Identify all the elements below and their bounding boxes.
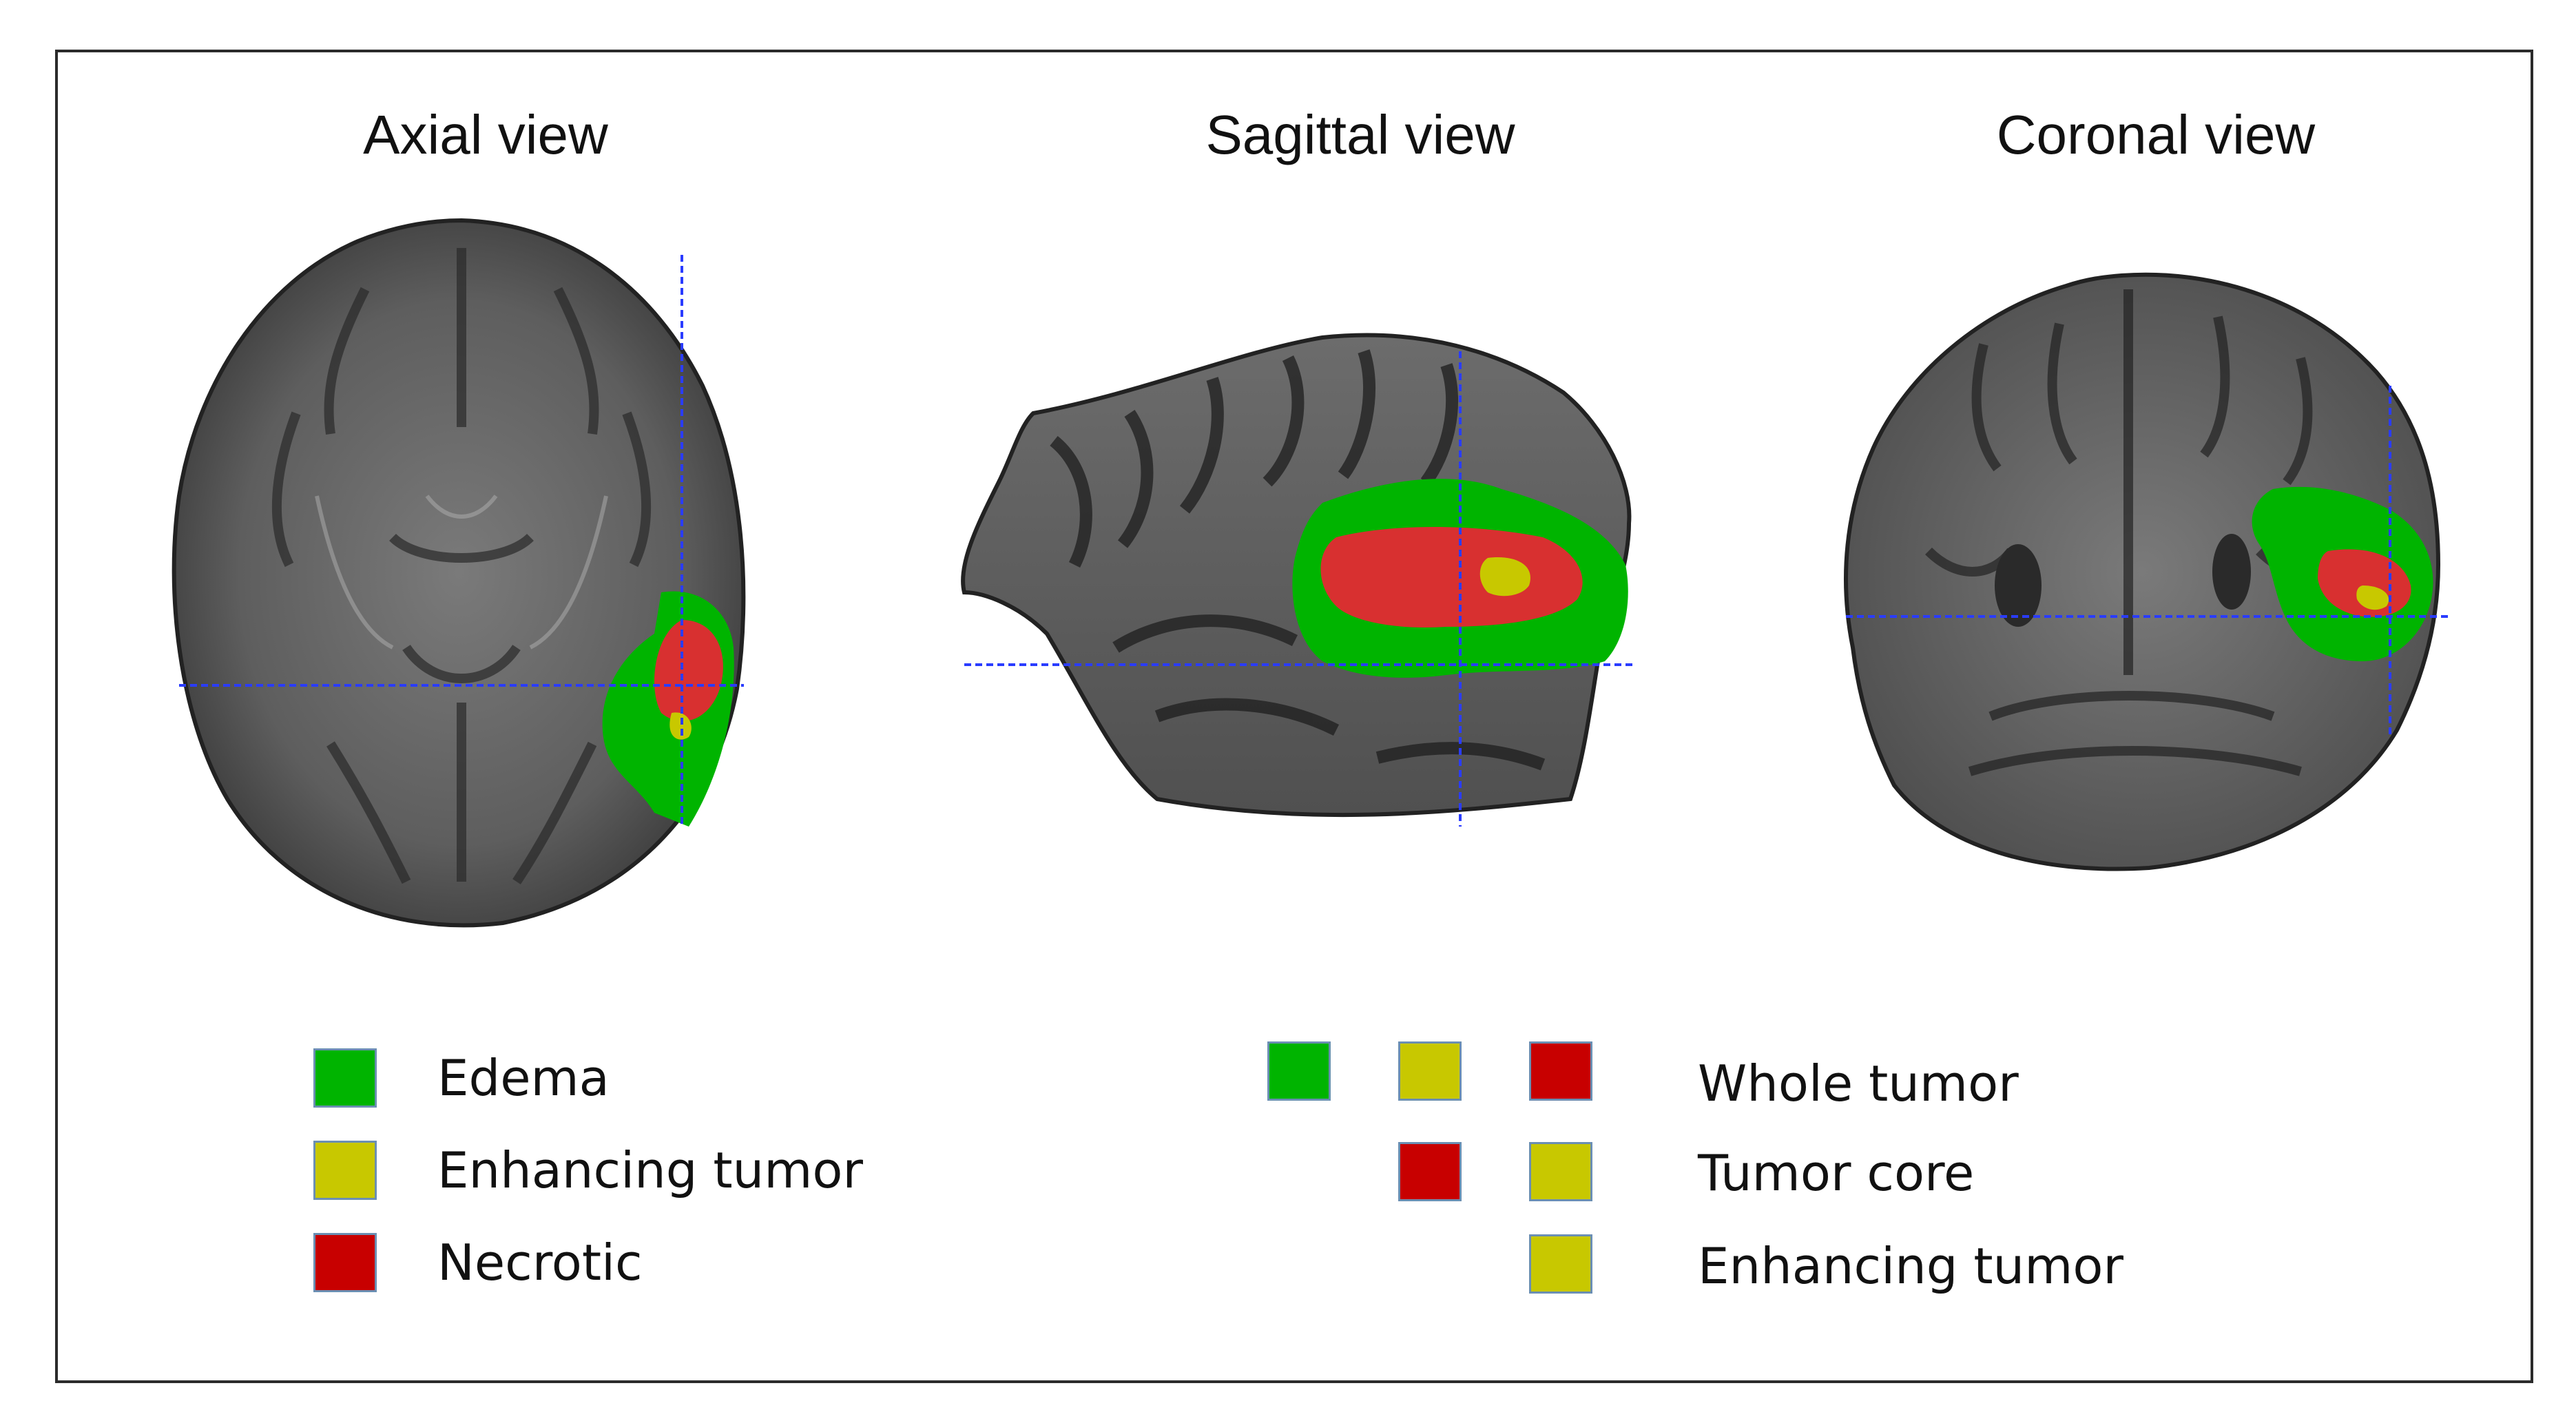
- axial-mri-scan: [172, 218, 746, 928]
- edema-label: Edema: [437, 1049, 610, 1107]
- coronal-mri-scan: [1844, 272, 2452, 871]
- coronal-brain-slice: [1844, 272, 2441, 871]
- tumor-core-necrotic-swatch: [1398, 1142, 1462, 1201]
- figure-frame: [55, 50, 2533, 1383]
- sagittal-necrotic-region: [1320, 527, 1583, 627]
- coronal-enhancing-region: [2356, 585, 2389, 610]
- whole-tumor-edema-swatch: [1267, 1041, 1331, 1101]
- enhancing-tumor-swatch-right: [1529, 1234, 1592, 1294]
- sagittal-enhancing-region: [1479, 557, 1530, 597]
- coronal-ventricle-right: [2212, 534, 2251, 610]
- necrotic-swatch: [313, 1233, 377, 1292]
- axial-brain-slice: [172, 218, 746, 928]
- axial-view-title: Axial view: [363, 104, 608, 165]
- sagittal-view-title: Sagittal view: [1205, 104, 1515, 165]
- whole-tumor-necrotic-swatch: [1529, 1041, 1592, 1101]
- axial-enhancing-region: [669, 712, 692, 740]
- coronal-ventricle-left: [1995, 544, 2042, 627]
- enhancing-tumor-label-right: Enhancing tumor: [1698, 1237, 2123, 1295]
- enhancing-swatch: [313, 1141, 377, 1200]
- sagittal-mri-scan: [961, 333, 1632, 827]
- edema-swatch: [313, 1048, 377, 1108]
- axial-necrotic-region: [654, 620, 723, 722]
- necrotic-label: Necrotic: [437, 1234, 643, 1292]
- whole-tumor-enhancing-swatch: [1398, 1041, 1462, 1101]
- whole-tumor-label: Whole tumor: [1698, 1055, 2019, 1112]
- tumor-core-label: Tumor core: [1698, 1144, 1975, 1202]
- coronal-view-title: Coronal view: [1996, 104, 2316, 165]
- tumor-core-enhancing-swatch: [1529, 1142, 1592, 1201]
- enhancing-label: Enhancing tumor: [437, 1141, 863, 1199]
